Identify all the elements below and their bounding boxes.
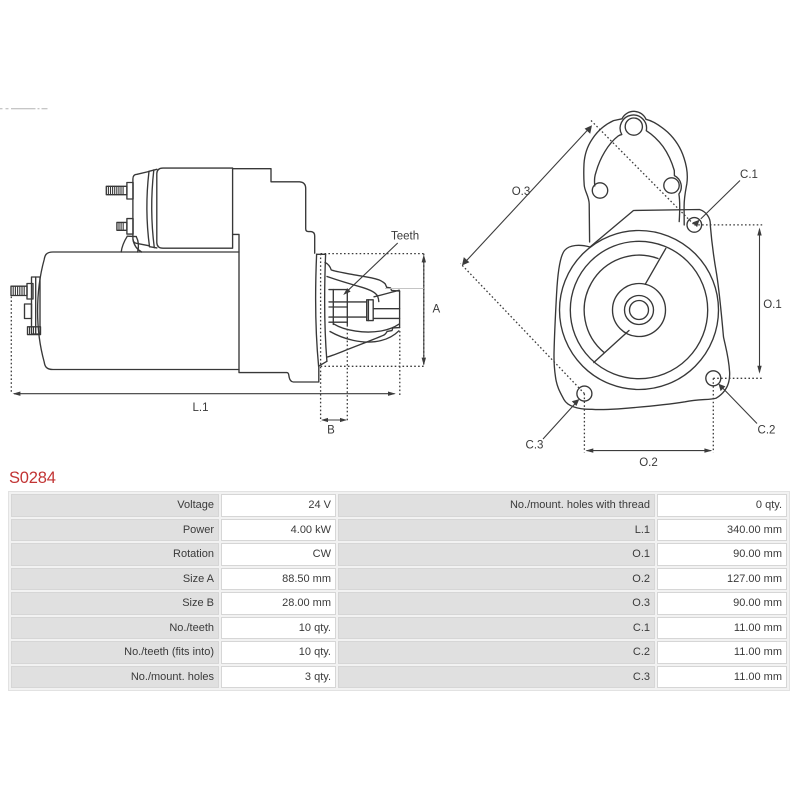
svg-text:O.2: O.2 bbox=[639, 457, 658, 469]
svg-text:A: A bbox=[433, 304, 441, 316]
svg-text:Teeth: Teeth bbox=[391, 231, 419, 243]
svg-text:L.1: L.1 bbox=[193, 402, 209, 414]
svg-text:C.1: C.1 bbox=[740, 169, 758, 181]
svg-text:B: B bbox=[327, 425, 335, 437]
svg-text:O.1: O.1 bbox=[763, 299, 782, 311]
svg-text:C.2: C.2 bbox=[758, 425, 776, 437]
svg-text:C.3: C.3 bbox=[526, 440, 544, 452]
svg-text:O.3: O.3 bbox=[512, 186, 531, 198]
